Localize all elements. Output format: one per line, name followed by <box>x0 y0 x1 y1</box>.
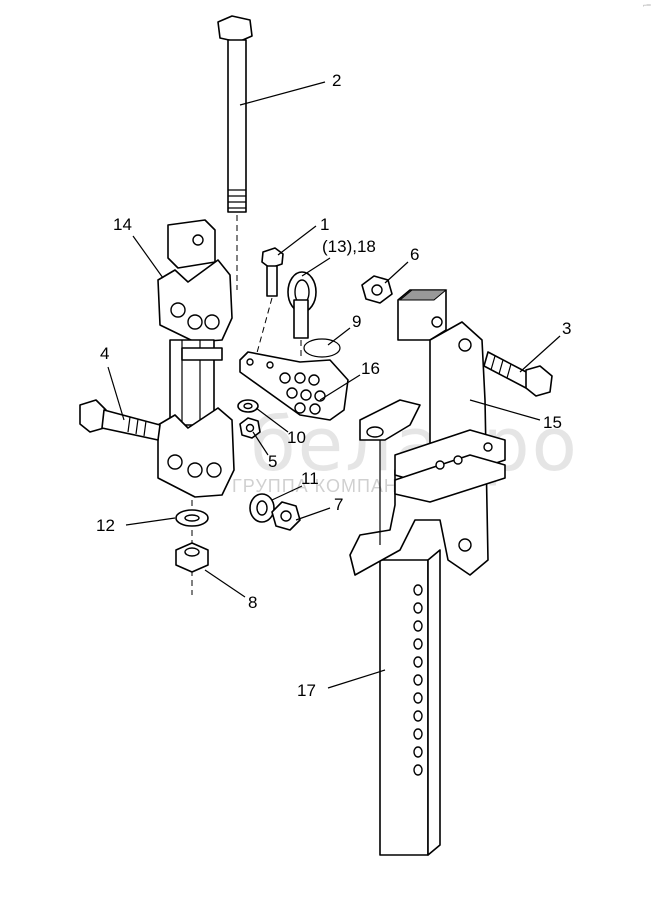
callout-17: 17 <box>297 681 316 700</box>
lock-pin-13-18 <box>287 271 317 360</box>
bolt-4 <box>79 399 161 441</box>
bar-holes <box>413 584 423 776</box>
callout-14: 14 <box>113 215 132 234</box>
callout-7: 7 <box>334 495 344 514</box>
nut-5 <box>239 417 261 439</box>
washer-11 <box>249 493 275 523</box>
callout-8: 8 <box>248 593 258 612</box>
washer-12 <box>175 509 209 527</box>
nut-7 <box>271 501 301 531</box>
bracket-14 <box>157 219 235 595</box>
leader-lines <box>107 81 561 689</box>
long-bolt-2 <box>217 15 253 290</box>
callout-10: 10 <box>287 428 306 447</box>
callout-15: 15 <box>543 413 562 432</box>
drop-bar-17 <box>379 289 448 856</box>
callout-9: 9 <box>352 312 362 331</box>
callout-1: 1 <box>320 215 330 234</box>
bolt-1 <box>254 247 284 361</box>
callout-2: 2 <box>332 71 342 90</box>
corner-mark: ⌐═ <box>643 3 651 9</box>
callout-3: 3 <box>562 319 572 338</box>
callout-13-18: (13),18 <box>322 237 376 256</box>
circlip-9 <box>303 338 341 358</box>
callout-12: 12 <box>96 516 115 535</box>
callout-16: 16 <box>361 359 380 378</box>
callout-5: 5 <box>268 452 278 471</box>
callout-6: 6 <box>410 245 420 264</box>
nut-8 <box>175 542 209 573</box>
washer-10 <box>237 399 259 413</box>
callout-11: 11 <box>301 469 319 488</box>
plate-16 <box>239 351 349 421</box>
bolt-3 <box>483 351 553 397</box>
bracket-15 <box>349 321 506 576</box>
nut-6 <box>361 275 393 304</box>
watermark-subtitle: ГРУППА КОМПАНИЙ <box>232 476 426 496</box>
callout-4: 4 <box>100 344 110 363</box>
